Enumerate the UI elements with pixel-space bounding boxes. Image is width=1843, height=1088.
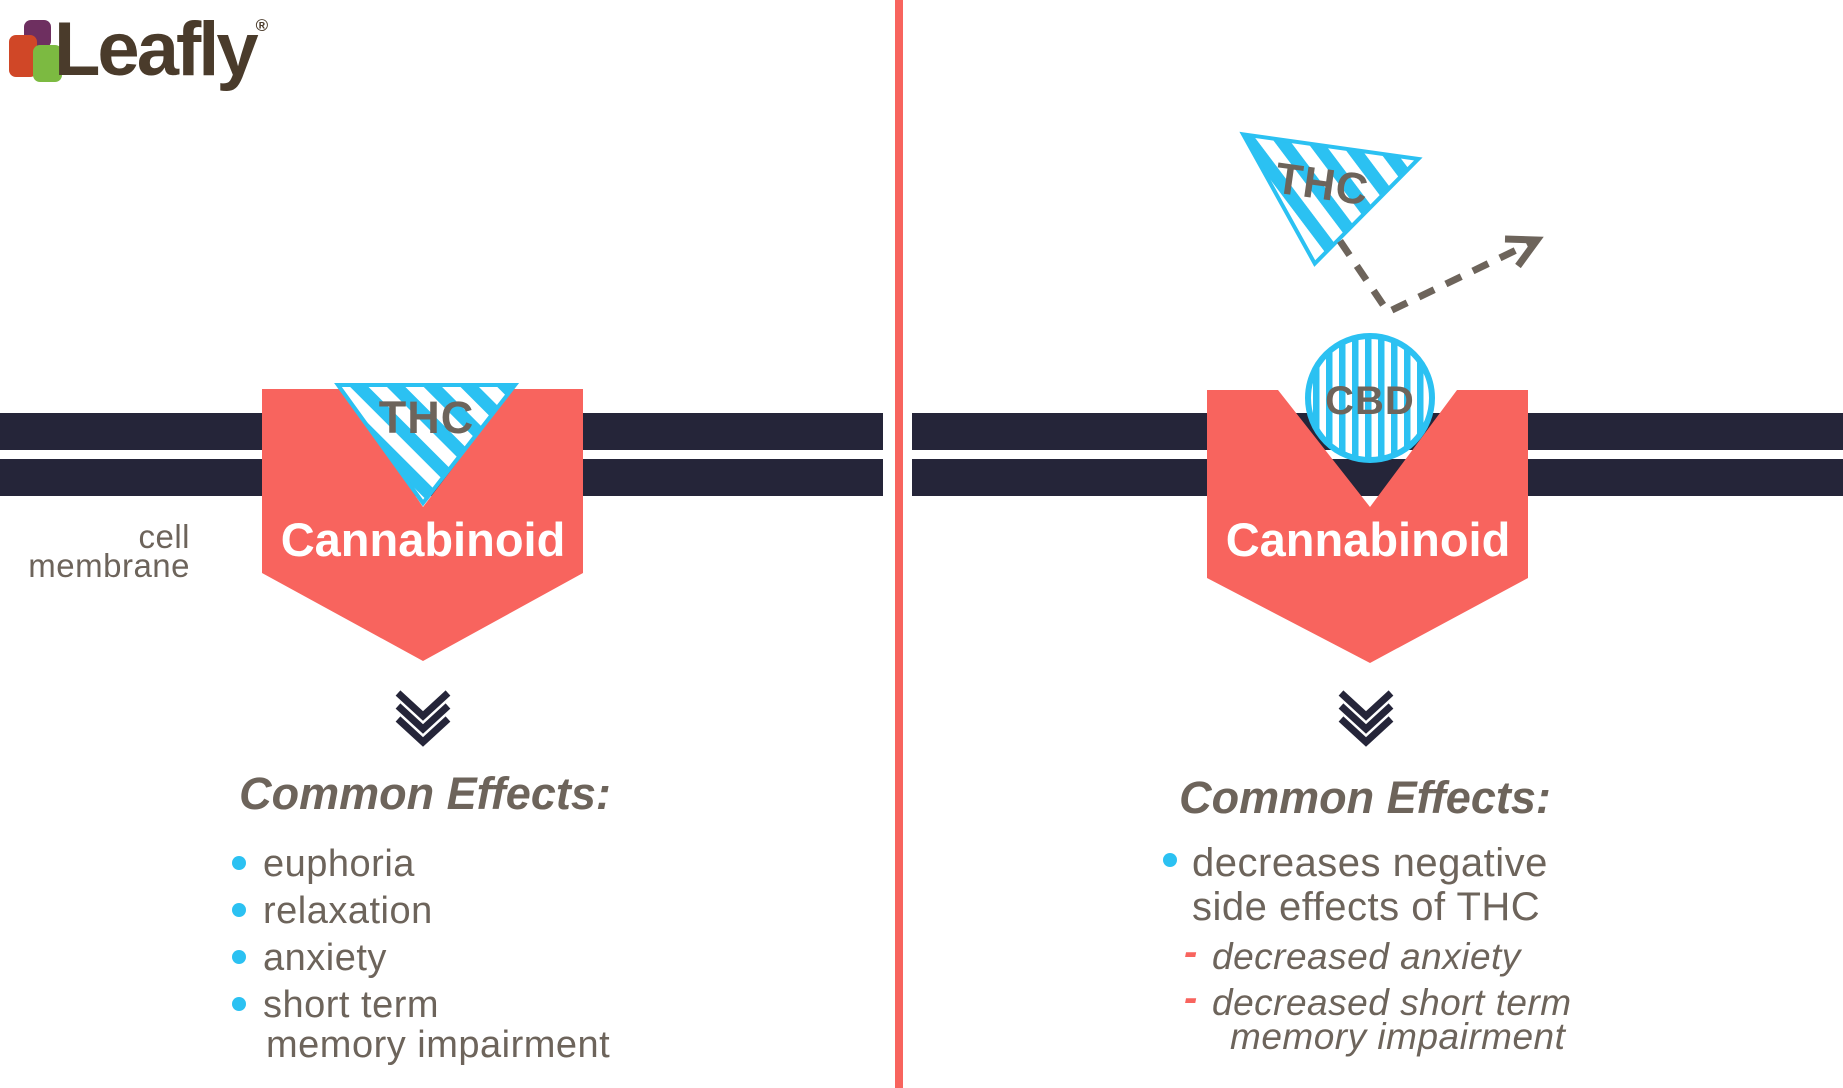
cell-membrane-label: cell membrane	[4, 518, 190, 584]
sub-effect-dash: -	[1184, 930, 1198, 974]
chevron-double-down-icon-left	[395, 690, 451, 747]
thc-molecule-triangle-right	[1239, 131, 1423, 267]
cannabinoid-label-right: Cannabinoid	[1225, 513, 1511, 566]
cannabinoid-label-left: Cannabinoid	[280, 513, 566, 566]
logo-square-green	[33, 45, 62, 82]
sub-effect-short-term: decreased short term	[1212, 982, 1572, 1023]
effect-item-euphoria: euphoria	[263, 843, 415, 885]
sub-effect-dash: -	[1184, 976, 1198, 1020]
cbd-molecule-circle	[1305, 333, 1435, 463]
sub-effect-anxiety: decreased anxiety	[1212, 936, 1521, 977]
leafly-logo-icon	[9, 20, 62, 82]
chevron-double-down-icon-right	[1338, 690, 1394, 747]
effect-main-line1: decreases negative	[1192, 841, 1548, 885]
deflection-arrowhead-icon	[1504, 235, 1544, 269]
effect-main-line2: side effects of THC	[1192, 885, 1541, 929]
sub-effect-short-term-line2: memory impairment	[1230, 1016, 1566, 1057]
leafly-wordmark: Leafly®	[54, 6, 268, 93]
effect-item-relaxation: relaxation	[263, 890, 433, 932]
cannabinoid-receptor-left	[262, 389, 583, 661]
panel-divider-line	[895, 0, 903, 1088]
bullet-dot	[1163, 853, 1177, 867]
cbd-label: CBD	[1325, 379, 1415, 423]
cell-membrane-label-line1: cell	[138, 518, 190, 555]
bullet-dot	[232, 856, 246, 870]
thc-molecule-triangle-left	[334, 383, 520, 507]
cell-membrane-label-line2: membrane	[28, 547, 190, 584]
deflection-arrow-icon	[1337, 236, 1539, 317]
bullet-dot	[232, 997, 246, 1011]
common-effects-heading-left: Common Effects:	[239, 768, 611, 819]
common-effects-heading-right: Common Effects:	[1179, 772, 1551, 823]
cannabinoid-receptor-right	[1207, 390, 1528, 663]
effect-item-short-term-line2: memory impairment	[266, 1024, 611, 1066]
thc-label-left: THC	[378, 392, 475, 443]
effect-item-anxiety: anxiety	[263, 937, 387, 979]
bullet-dot	[232, 950, 246, 964]
leafly-brand-text: Leafly	[54, 7, 259, 92]
bullet-dot	[232, 903, 246, 917]
membrane-bar-right-bottom	[912, 459, 1843, 496]
effect-item-short-term: short term	[263, 984, 440, 1026]
registered-mark: ®	[255, 16, 269, 35]
logo-square-orange	[9, 35, 37, 77]
